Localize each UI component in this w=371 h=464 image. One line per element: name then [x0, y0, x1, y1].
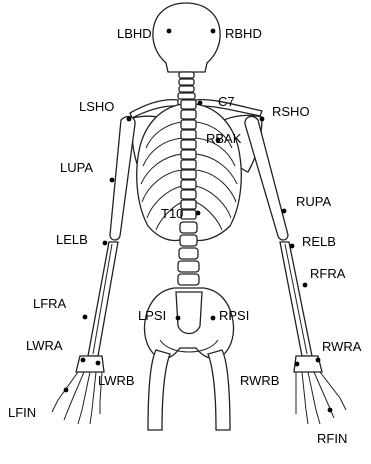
cervical-spine — [178, 72, 195, 99]
marker-label-rfin: RFIN — [317, 431, 347, 446]
left-hand — [52, 356, 104, 424]
marker-label-rsho: RSHO — [272, 104, 310, 119]
marker-dot-rfra — [303, 283, 308, 288]
marker-label-lelb: LELB — [56, 232, 88, 247]
marker-dot-rpsi — [211, 316, 216, 321]
marker-dot-rupa — [282, 209, 287, 214]
marker-dot-t10 — [196, 211, 201, 216]
marker-dot-lwra — [81, 358, 86, 363]
marker-dot-relb — [290, 244, 295, 249]
marker-label-rfra: RFRA — [310, 266, 346, 281]
marker-dot-lwrb — [96, 361, 101, 366]
marker-label-lsho: LSHO — [79, 99, 114, 114]
marker-dot-lpsi — [176, 316, 181, 321]
marker-dot-lelb — [103, 241, 108, 246]
marker-dot-rsho — [260, 117, 265, 122]
marker-label-lbhd: LBHD — [117, 26, 152, 41]
marker-dot-lupa — [110, 178, 115, 183]
marker-label-lwra: LWRA — [26, 338, 63, 353]
sacrum — [176, 292, 202, 334]
marker-label-lwrb: LWRB — [98, 373, 135, 388]
marker-label-lpsi: LPSI — [138, 308, 166, 323]
marker-dot-c7 — [198, 101, 203, 106]
left-femur — [148, 350, 170, 430]
spine — [178, 100, 199, 285]
marker-label-relb: RELB — [302, 234, 336, 249]
right-humerus — [245, 117, 288, 241]
marker-dot-rfin — [328, 408, 333, 413]
left-humerus — [110, 117, 135, 241]
skeleton-illustration — [52, 3, 346, 430]
marker-dot-lbhd — [167, 29, 172, 34]
right-femur — [208, 350, 230, 430]
marker-dot-rwrb — [295, 362, 300, 367]
marker-label-c7: C7 — [218, 94, 235, 109]
marker-label-lupa: LUPA — [60, 160, 93, 175]
marker-label-lfin: LFIN — [8, 405, 36, 420]
marker-label-lfra: LFRA — [33, 296, 67, 311]
marker-dot-lfra — [83, 315, 88, 320]
marker-label-rwrb: RWRB — [240, 373, 279, 388]
marker-dot-rbhd — [211, 29, 216, 34]
marker-label-rupa: RUPA — [296, 194, 331, 209]
marker-label-rbak: RBAK — [206, 131, 242, 146]
right-hand — [294, 356, 346, 424]
marker-dot-lsho — [127, 117, 132, 122]
marker-label-rpsi: RPSI — [219, 308, 249, 323]
marker-dot-rwra — [316, 358, 321, 363]
marker-label-rbhd: RBHD — [225, 26, 262, 41]
marker-dot-lfin — [64, 388, 69, 393]
skull — [153, 3, 220, 72]
marker-label-t10: T10 — [161, 206, 183, 221]
marker-label-rwra: RWRA — [322, 339, 362, 354]
